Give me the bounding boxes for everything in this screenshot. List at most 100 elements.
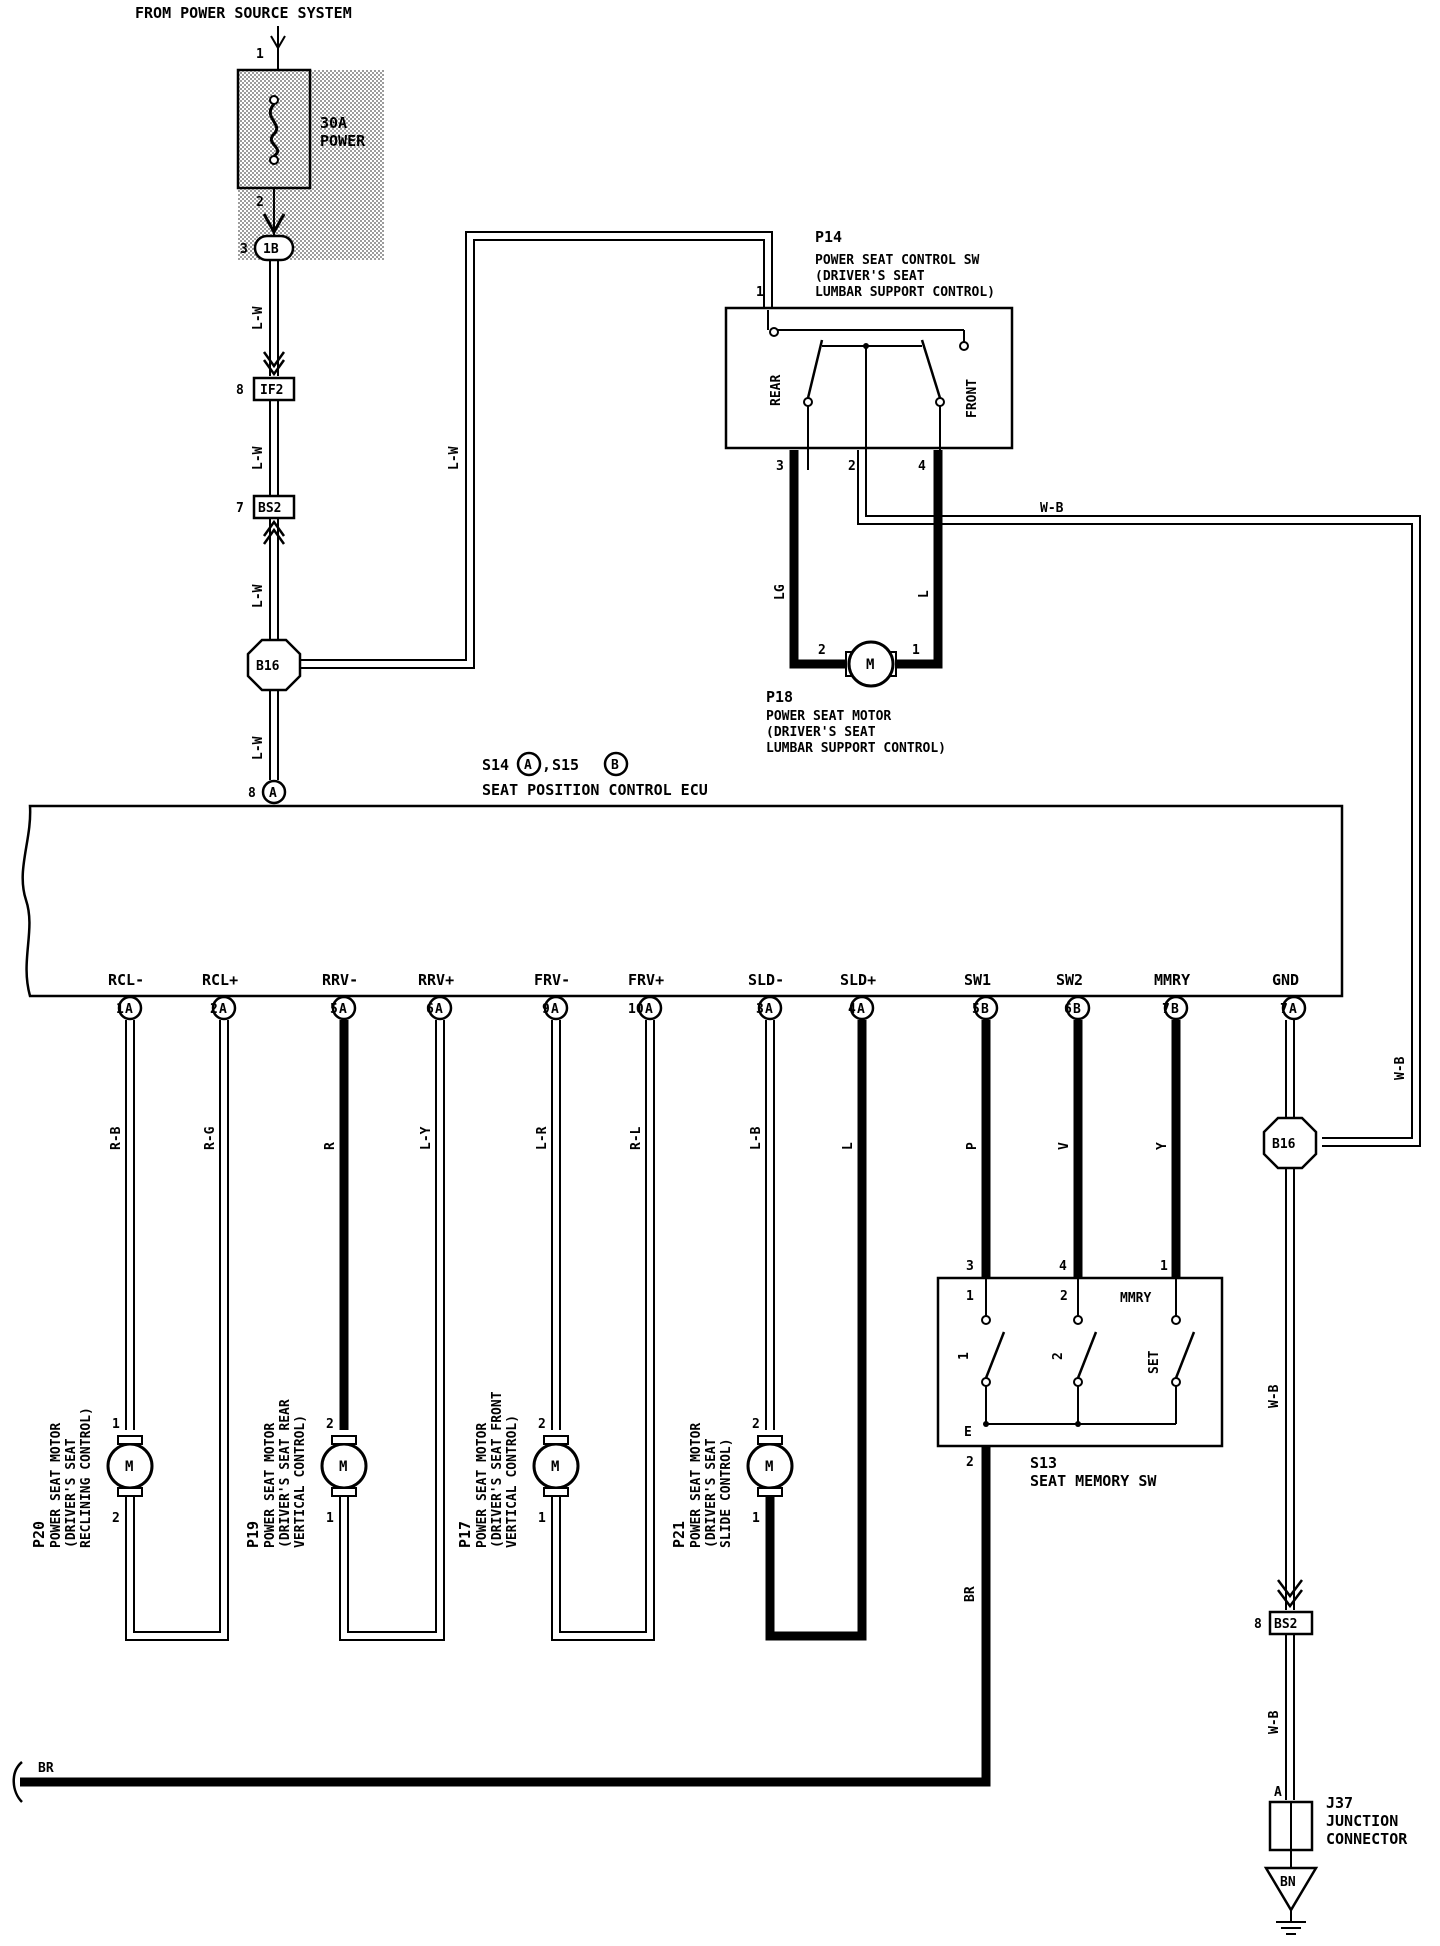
ecu-terminal-frvneg-pin — [543, 995, 569, 1021]
bs2-bottom-arrow-1 — [1277, 1579, 1303, 1599]
ecu-terminal-rrvneg-conn: A — [339, 1002, 347, 1017]
p14-contact-3 — [803, 397, 813, 407]
ecu-plus-b-conn: A — [269, 786, 277, 801]
motor-p21-brush-top — [757, 1435, 783, 1445]
ecu-terminal-rclpos-conn: A — [219, 1002, 227, 1017]
ecu-conn-s14: S14 — [482, 756, 509, 774]
ecu-terminal-rclpos-pin-num: 2 — [210, 1002, 218, 1017]
wire-label-wb-top: W-B — [1040, 501, 1064, 516]
s13-in2: 2 — [1060, 1289, 1068, 1304]
bs2-arrow-1 — [262, 519, 286, 537]
s13-contact-2 — [1073, 1315, 1083, 1325]
ecu-conn-b-badge — [603, 751, 629, 777]
ecu-terminal-gnd-pin-num: 7 — [1280, 1002, 1288, 1017]
motor-p17-code: P17 — [456, 1521, 474, 1548]
s13-sw1: 1 — [957, 1352, 972, 1360]
s13-pin1: 1 — [1160, 1259, 1168, 1274]
motor-p19-line1: POWER SEAT MOTOR — [263, 1423, 278, 1548]
p14-front-label: FRONT — [965, 379, 980, 418]
motor-p20-m: M — [125, 1459, 133, 1475]
p14-contact-4 — [935, 397, 945, 407]
junction-b16-right-code: B16 — [1272, 1137, 1296, 1152]
wire-label-lw-2: L-W — [251, 446, 266, 470]
wire-label-br-vert: BR — [963, 1586, 978, 1602]
ecu-terminal-sw1-label: SW1 — [964, 971, 991, 989]
p14-pin2: 2 — [848, 459, 856, 474]
ecu-terminal-mmry-wire-label: Y — [1155, 1142, 1170, 1150]
motor-p17-brush-bottom — [543, 1487, 569, 1497]
s13-code: S13 — [1030, 1454, 1057, 1472]
motor-p17-line3: VERTICAL CONTROL) — [505, 1415, 520, 1548]
ecu-terminal-rclpos-label: RCL+ — [202, 971, 238, 989]
p18-motor-icon — [847, 640, 895, 688]
ecu-name: SEAT POSITION CONTROL ECU — [482, 781, 708, 799]
p14-lever-front — [920, 339, 942, 399]
source-arrow — [270, 35, 286, 50]
motor-p17-line2: (DRIVER'S SEAT FRONT — [490, 1391, 505, 1548]
connector-if2-code: IF2 — [260, 383, 283, 398]
motor-p20-code: P20 — [30, 1521, 48, 1548]
motor-p17-wire-loop-a — [551, 1020, 655, 1641]
wire-lg — [789, 450, 846, 669]
ecu-terminal-frvneg-conn: A — [551, 1002, 559, 1017]
s13-contact-1b — [981, 1377, 991, 1387]
motor-p17-pin-bottom: 1 — [538, 1511, 546, 1526]
ecu-terminal-gnd-conn: A — [1289, 1002, 1297, 1017]
ecu-terminal-sw1-pin-num: 5 — [972, 1002, 980, 1017]
motor-p20-line1: POWER SEAT MOTOR — [49, 1423, 64, 1548]
lw-wire-p14b — [294, 239, 765, 669]
ecu-terminal-rclneg-pin-num: 1 — [116, 1002, 124, 1017]
ecu-terminal-sldneg-conn: A — [765, 1002, 773, 1017]
wire-l — [896, 450, 943, 669]
motor-p19-brush-bottom — [331, 1487, 357, 1497]
wire-label-lg: LG — [773, 584, 788, 600]
ecu-terminal-sldneg-pin-num: 3 — [756, 1002, 764, 1017]
ecu-terminal-rrvpos-conn: A — [435, 1002, 443, 1017]
motor-p17-line1: POWER SEAT MOTOR — [475, 1423, 490, 1548]
fuse-name: POWER — [320, 132, 366, 150]
ecu-terminal-mmry-pin-num: 7 — [1162, 1002, 1170, 1017]
ecu-terminal-mmry-label: MMRY — [1154, 971, 1190, 989]
s13-pin4: 4 — [1059, 1259, 1067, 1274]
fuse-element-icon — [268, 103, 280, 158]
ecu-terminal-rrvpos-wire-label: L-Y — [419, 1126, 434, 1150]
wire-label-lw-5: L-W — [251, 736, 266, 760]
j37-line1: JUNCTION — [1326, 1812, 1398, 1830]
ecu-terminal-sw2-pin — [1065, 995, 1091, 1021]
motor-p20-line2: (DRIVER'S SEAT — [64, 1438, 79, 1548]
wire-br — [20, 1446, 991, 1787]
ecu-terminal-rclpos-pin — [211, 995, 237, 1021]
p18-line2: (DRIVER'S SEAT — [766, 725, 876, 740]
p18-line3: LUMBAR SUPPORT CONTROL) — [766, 741, 946, 756]
junction-1b-code: 1B — [263, 242, 279, 257]
fuse-pin-out: 2 — [256, 195, 264, 210]
s13-contact-1 — [981, 1315, 991, 1325]
fuse-pin-in: 1 — [256, 47, 264, 62]
ecu-terminal-rrvpos-pin — [427, 995, 453, 1021]
s13-pin3: 3 — [966, 1259, 974, 1274]
junction-1b-pin: 3 — [240, 242, 248, 257]
wb-wire-a — [857, 450, 1413, 1139]
j37-line2: CONNECTOR — [1326, 1830, 1408, 1848]
ecu-body — [21, 804, 1344, 998]
if2-arrow-1 — [262, 359, 286, 377]
s13-e: E — [964, 1425, 972, 1440]
ecu-terminal-sw2-label: SW2 — [1056, 971, 1083, 989]
ecu-terminal-sw1-pin — [973, 995, 999, 1021]
power-source-label: FROM POWER SOURCE SYSTEM — [135, 4, 352, 22]
p14-line3: LUMBAR SUPPORT CONTROL) — [815, 285, 995, 300]
motor-p20-pin-top: 1 — [112, 1417, 120, 1432]
junction-b16-right — [1262, 1116, 1318, 1170]
ecu-terminal-rrvneg-pin — [331, 995, 357, 1021]
motor-p19-wire-loop-a — [339, 1020, 445, 1641]
wb-wire-b — [865, 450, 1421, 1147]
motor-p20-brush-top — [117, 1435, 143, 1445]
j37-code: J37 — [1326, 1794, 1353, 1812]
ecu-terminal-mmry-conn: B — [1171, 1002, 1179, 1017]
connector-if2 — [252, 376, 296, 402]
p14-code: P14 — [815, 228, 842, 246]
motor-p21-m: M — [765, 1459, 773, 1475]
s13-lever-3 — [1174, 1331, 1196, 1379]
